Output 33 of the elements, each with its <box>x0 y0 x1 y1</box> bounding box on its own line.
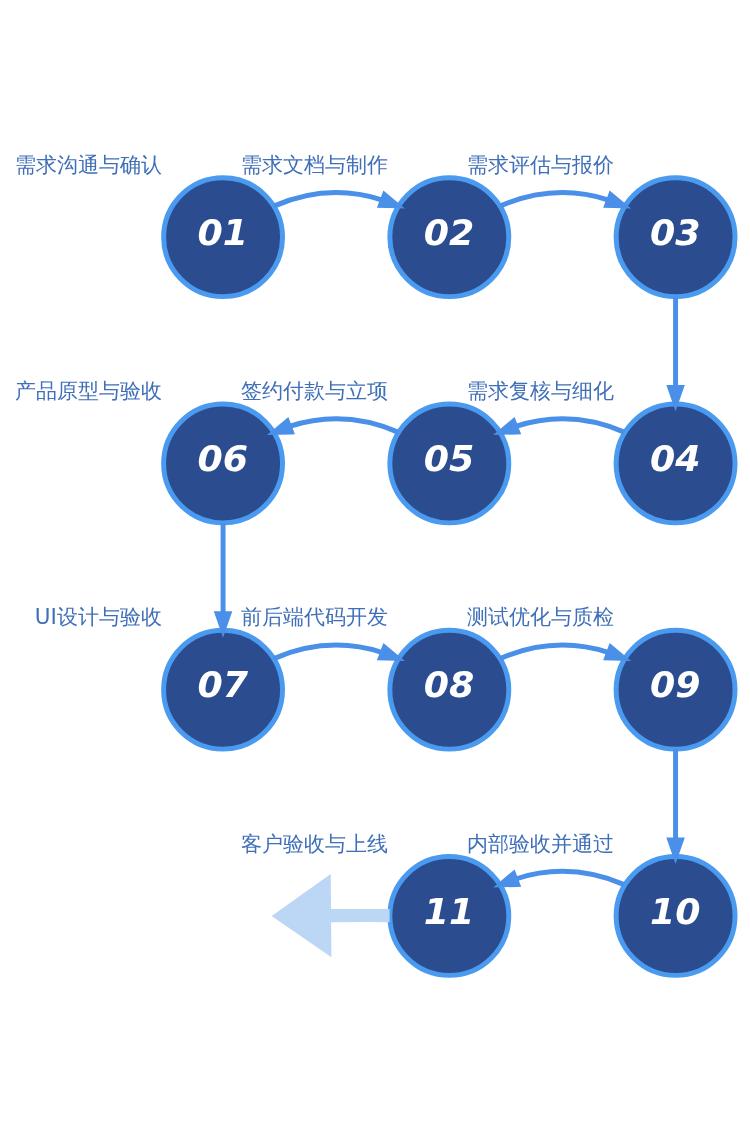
node-label: 签约付款与立项 <box>241 378 389 404</box>
node-circle: 04 <box>613 401 738 526</box>
node-circle: 10 <box>613 854 738 978</box>
node-label: 需求复核与细化 <box>467 378 615 404</box>
node-label: 客户验收与上线 <box>241 830 389 856</box>
node-circle: 01 <box>161 175 285 300</box>
arrow <box>493 868 626 888</box>
arrow <box>493 416 626 436</box>
node-label: 测试优化与质检 <box>467 604 615 630</box>
node-circle: 11 <box>387 854 512 978</box>
node-circle: 06 <box>161 401 285 526</box>
arrow <box>213 522 233 638</box>
arrow <box>499 190 632 209</box>
node-circle: 02 <box>387 175 512 300</box>
arrow <box>271 873 390 958</box>
node-label: UI设计与验收 <box>34 604 162 630</box>
node-label: 需求沟通与确认 <box>14 151 162 177</box>
arrow <box>272 642 405 661</box>
node-circle: 08 <box>387 627 512 752</box>
node-label: 需求评估与报价 <box>467 151 615 177</box>
arrow <box>666 296 685 412</box>
arrow <box>266 416 399 436</box>
node-label: 产品原型与验收 <box>14 378 162 404</box>
node-label: 前后端代码开发 <box>241 604 389 630</box>
node-circle: 09 <box>613 627 738 752</box>
arrow <box>272 190 405 209</box>
arrow <box>499 642 632 661</box>
node-circle: 05 <box>387 401 512 526</box>
node-circle: 07 <box>161 627 285 752</box>
arrow <box>666 749 685 864</box>
node-label: 内部验收并通过 <box>467 830 615 856</box>
node-circle: 03 <box>613 175 738 300</box>
node-label: 需求文档与制作 <box>241 151 389 177</box>
